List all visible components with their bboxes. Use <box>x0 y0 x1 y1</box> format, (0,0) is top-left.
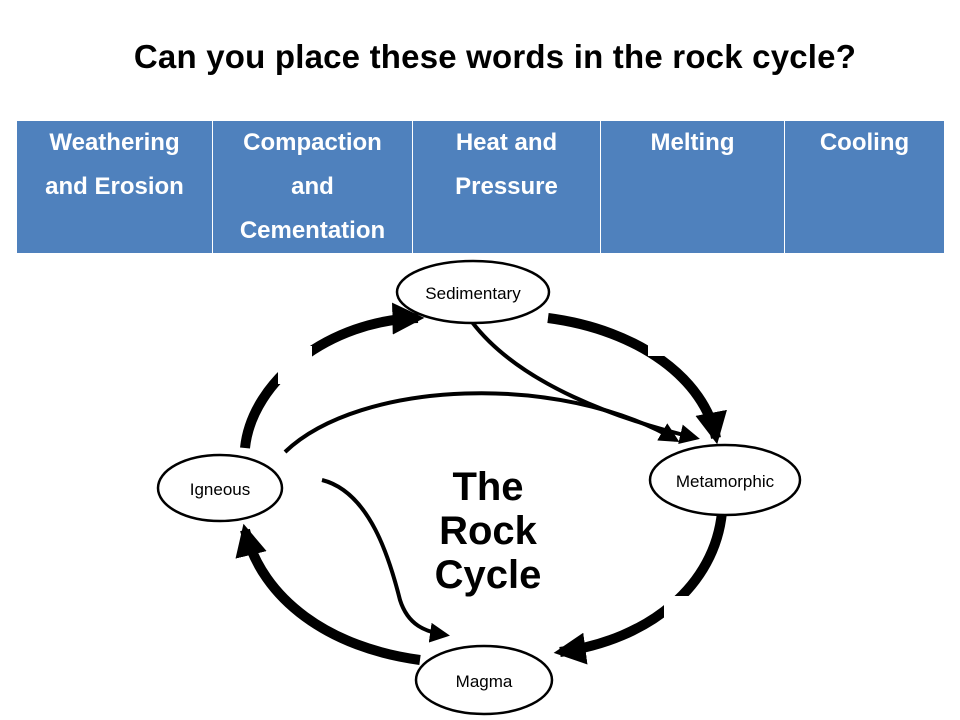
mask-upper-right <box>648 342 674 356</box>
word-compaction-and-cementation[interactable]: Compaction and Cementation <box>212 120 413 254</box>
node-magma: Magma <box>414 644 554 716</box>
node-igneous-label: Igneous <box>190 480 251 499</box>
arrow-igneous-to-magma <box>321 478 450 643</box>
word-bank-table: Weathering and Erosion Compaction and Ce… <box>16 120 945 254</box>
word-cooling[interactable]: Cooling <box>784 120 945 254</box>
page-title: Can you place these words in the rock cy… <box>133 38 857 75</box>
node-metamorphic: Metamorphic <box>648 443 802 517</box>
arrow-igneous-to-metamorphic <box>283 391 680 454</box>
mask-lower-right <box>664 596 694 632</box>
arrow-metamorphic-to-magma <box>553 511 727 665</box>
node-metamorphic-label: Metamorphic <box>676 472 775 491</box>
node-magma-label: Magma <box>456 672 513 691</box>
arrow-igneous-to-sedimentary <box>240 302 425 449</box>
word-weathering-and-erosion[interactable]: Weathering and Erosion <box>16 120 213 254</box>
center-title-line-3: Cycle <box>435 553 542 597</box>
arrow-magma-to-igneous <box>235 523 421 665</box>
word-bank-row: Weathering and Erosion Compaction and Ce… <box>16 120 945 254</box>
rock-cycle-diagram: Sedimentary Metamorphic Igneous Magma Th… <box>156 259 802 716</box>
center-title-line-2: Rock <box>439 509 538 553</box>
arrow-sedimentary-to-metamorphic-inner <box>470 320 700 445</box>
mask-upper-left <box>278 346 312 384</box>
word-heat-and-pressure[interactable]: Heat and Pressure <box>412 120 601 254</box>
node-sedimentary: Sedimentary <box>395 259 551 325</box>
word-melting[interactable]: Melting <box>600 120 785 254</box>
node-sedimentary-label: Sedimentary <box>425 284 521 303</box>
arrow-sedimentary-to-metamorphic <box>547 313 727 445</box>
node-igneous: Igneous <box>156 453 284 523</box>
diagram-center-title: The Rock Cycle <box>435 465 542 597</box>
center-title-line-1: The <box>452 465 523 509</box>
